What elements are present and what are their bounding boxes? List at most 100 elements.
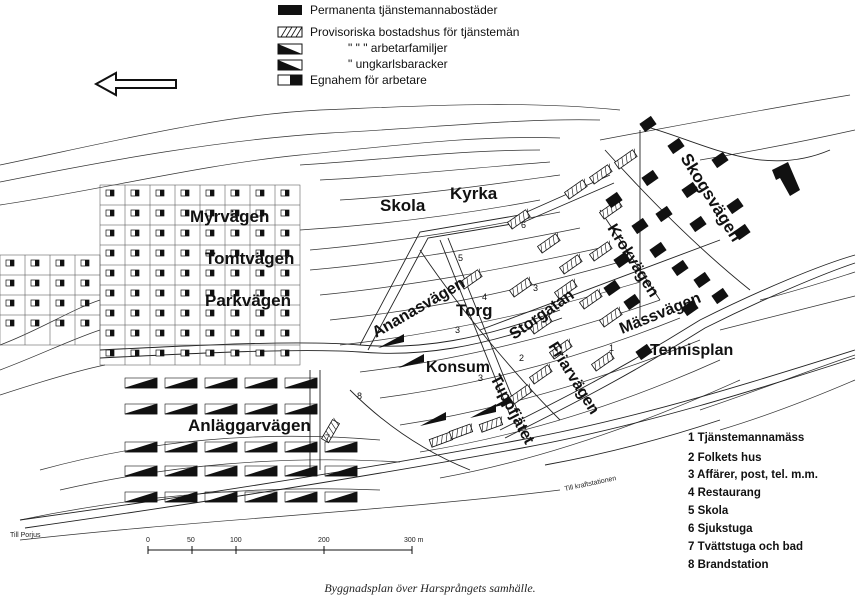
permanent-building: [711, 287, 729, 305]
scale-tick-300: 300 m: [404, 537, 424, 544]
legend-label-egnahem: Egnahem för arbetare: [310, 73, 427, 87]
barrack-building: [124, 465, 158, 477]
provisional-building: [548, 338, 573, 360]
label-anlaggarvagen: Anläggarvägen: [188, 416, 311, 435]
barrack-building: [164, 491, 198, 503]
map-number-3b: 3: [478, 373, 483, 383]
legend-symbol-provisional: [277, 26, 303, 38]
map-numbers: 1 2 3 3 3 4 5 6 7 8: [325, 220, 614, 443]
barrack-building: [244, 403, 278, 415]
barrack-building: [244, 465, 278, 477]
provisional-building: [588, 163, 613, 185]
barrack-building: [284, 403, 318, 415]
road-network: [19, 124, 856, 529]
label-kyrka: Kyrka: [450, 184, 498, 203]
permanent-building: [711, 151, 729, 169]
map-number-3c: 3: [533, 283, 538, 293]
map-number-4: 4: [482, 292, 487, 302]
label-skola: Skola: [380, 196, 426, 215]
barrack-building: [244, 377, 278, 389]
legend: Permanenta tjänstemannabostäder Provisor…: [277, 3, 519, 87]
barrack-building: [204, 377, 238, 389]
label-tomtvagen: Tomtvägen: [205, 249, 294, 268]
barrack-building: [324, 465, 358, 477]
barrack-building: [324, 491, 358, 503]
label-ananasvagen: Ananasvägen: [370, 275, 469, 342]
barrack-building: [284, 377, 318, 389]
barrack-building: [324, 441, 358, 453]
key-item-3: 3 Affärer, post, tel. m.m.: [688, 469, 818, 481]
permanent-building: [603, 279, 621, 297]
barrack-building: [398, 354, 424, 368]
key-item-6: 6 Sjukstuga: [688, 523, 753, 535]
provisional-building: [508, 276, 533, 298]
permanent-building: [631, 217, 649, 235]
barrack-building: [378, 334, 404, 348]
provisional-building: [553, 278, 578, 300]
key-item-2: 2 Folkets hus: [688, 452, 762, 464]
map-number-7: 7: [325, 433, 330, 443]
permanent-building: [639, 115, 657, 133]
provisional-building: [458, 268, 483, 290]
permanent-building: [681, 181, 699, 199]
scale-tick-100: 100: [230, 537, 242, 544]
barrack-building: [164, 403, 198, 415]
provisional-building: [613, 148, 638, 170]
provisional-building: [588, 240, 613, 262]
permanent-building: [613, 251, 631, 269]
building-key: 1 Tjänstemannamäss 2 Folkets hus 3 Affär…: [688, 432, 818, 571]
map-caption: Byggnadsplan över Harsprångets samhälle.: [324, 581, 535, 595]
permanent-building: [655, 205, 673, 223]
provisional-building: [528, 363, 553, 385]
provisional-building: [563, 178, 588, 200]
direction-arrow-icon: [93, 71, 177, 97]
label-tennisplan: Tennisplan: [650, 342, 733, 359]
barrack-building: [204, 491, 238, 503]
barrack-building: [470, 404, 496, 418]
barrack-building: [284, 465, 318, 477]
key-item-5: 5 Skola: [688, 505, 729, 517]
map-number-3: 3: [455, 325, 460, 335]
legend-symbol-permanent: [278, 5, 302, 15]
scale-tick-50: 50: [187, 537, 195, 544]
worker-buildings: [124, 334, 516, 503]
barrack-building: [420, 412, 446, 426]
scale-tick-0: 0: [146, 537, 150, 544]
permanent-buildings: [603, 115, 800, 361]
map-number-2: 2: [519, 353, 524, 363]
key-item-8: 8 Brandstation: [688, 559, 769, 571]
scale-tick-200: 200: [318, 537, 330, 544]
provisional-building: [428, 431, 454, 448]
provisional-building: [528, 313, 553, 335]
map-number-8: 8: [357, 391, 362, 401]
label-myrvagen: Myrvägen: [190, 207, 269, 226]
map-number-5: 5: [458, 253, 463, 263]
permanent-building: [635, 343, 653, 361]
barrack-building: [284, 491, 318, 503]
provisional-building: [506, 208, 531, 230]
egnahem-houses: [5, 189, 290, 357]
map-number-6: 6: [521, 220, 526, 230]
permanent-building: [726, 197, 744, 215]
permanent-building: [641, 169, 659, 187]
provisional-building: [598, 306, 623, 328]
scale-bar: 0 50 100 200 300 m: [146, 537, 424, 554]
barrack-building: [124, 441, 158, 453]
label-till-porjus: Till Porjus: [10, 532, 41, 539]
permanent-building: [649, 241, 667, 259]
label-konsum: Konsum: [426, 359, 490, 376]
barrack-building: [164, 441, 198, 453]
barrack-building: [204, 403, 238, 415]
permanent-building: [693, 271, 711, 289]
provisional-building: [590, 350, 615, 372]
legend-symbol-egnahem: [277, 74, 303, 86]
legend-symbol-barracks: [277, 59, 303, 71]
permanent-building: [605, 191, 623, 209]
barrack-building: [124, 377, 158, 389]
provisional-building: [320, 417, 341, 444]
provisional-building: [536, 232, 561, 254]
barrack-building: [284, 441, 318, 453]
legend-symbol-workers: [277, 43, 303, 55]
barrack-building: [124, 491, 158, 503]
